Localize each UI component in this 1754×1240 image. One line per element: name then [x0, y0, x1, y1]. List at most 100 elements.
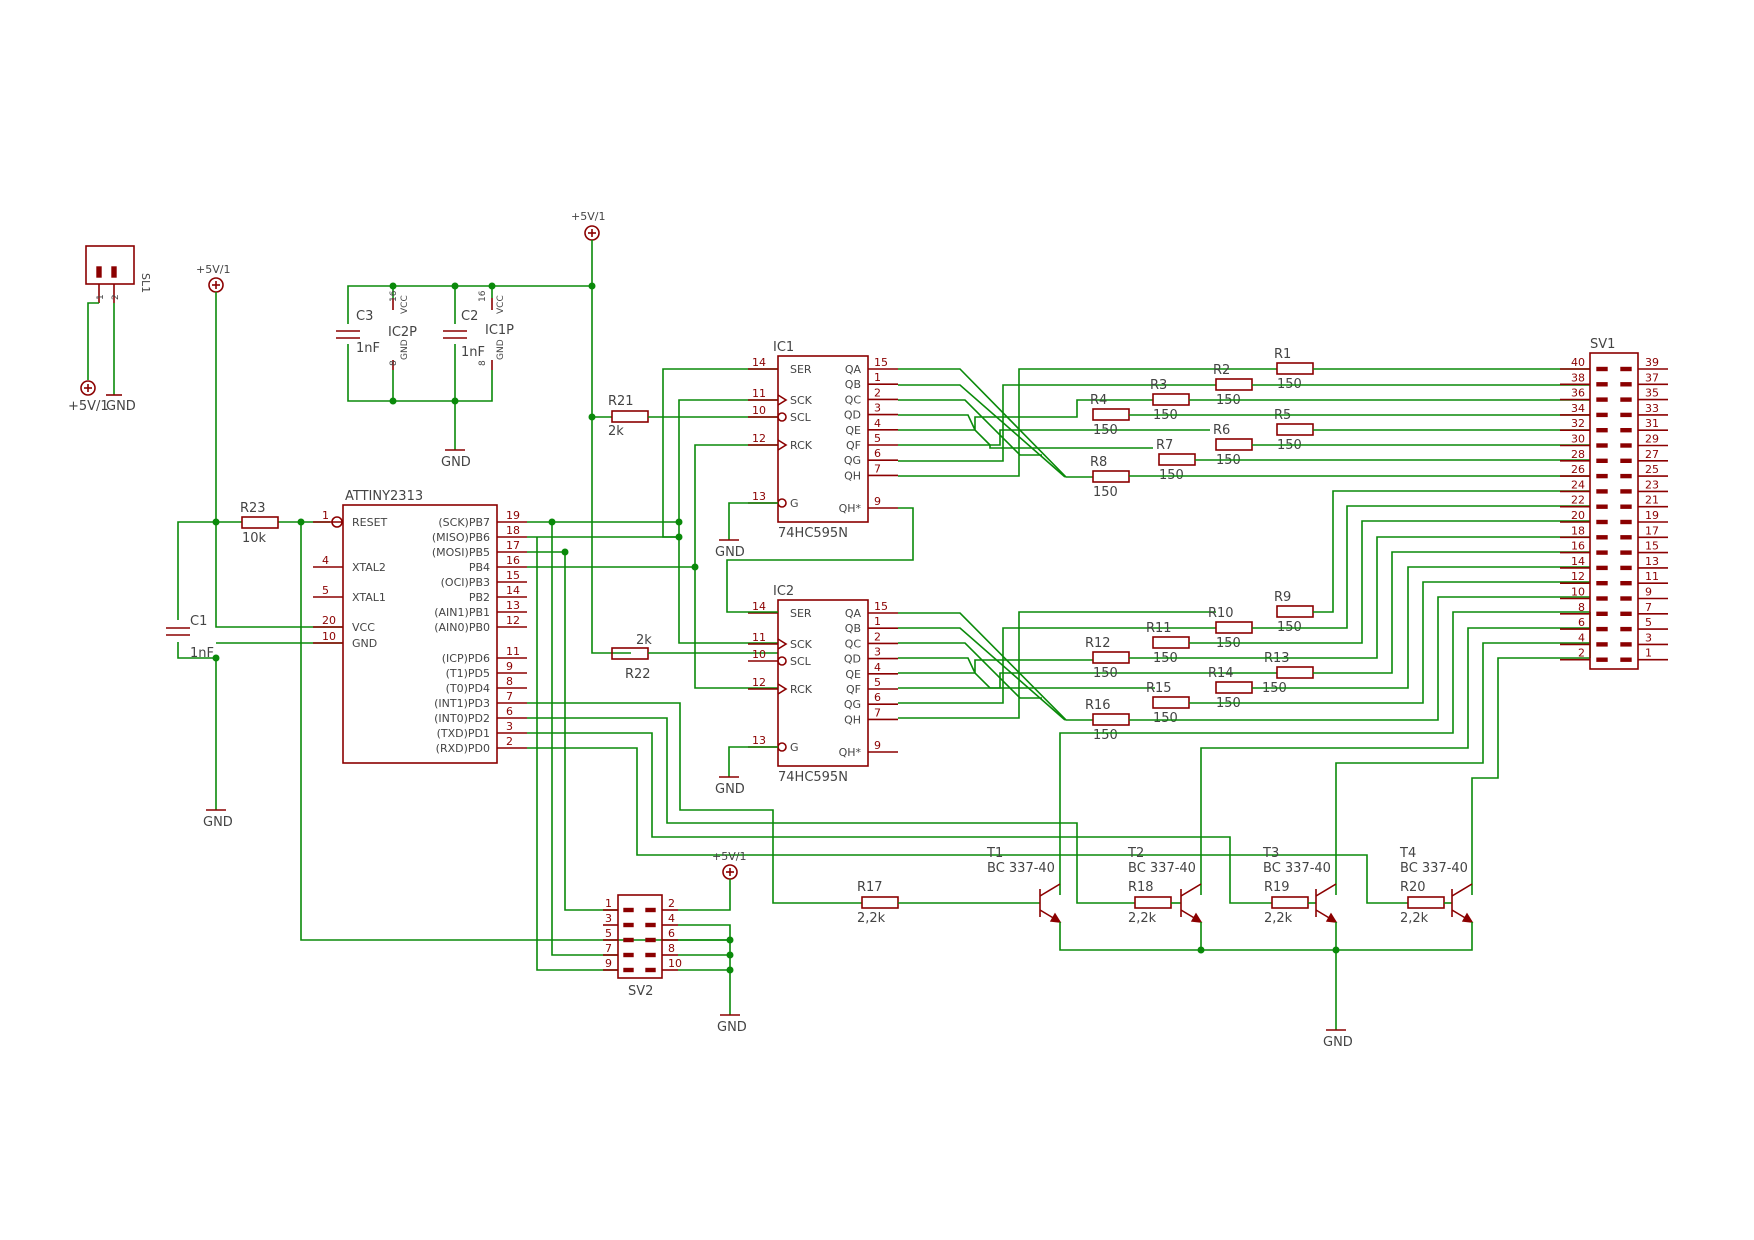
ic-attiny2313[interactable]: ATTINY2313 1RESET4XTAL25XTAL120VCC10GND …	[313, 489, 527, 764]
supply-symbol-left: +5V/1	[196, 263, 230, 293]
t4-part: BC 337-40	[1400, 861, 1468, 876]
ic2-pin-number: 7	[874, 706, 881, 719]
attiny-pin-number: 11	[506, 645, 520, 658]
attiny-pin-number: 8	[506, 675, 513, 688]
ic1-pin-label: QA	[845, 363, 862, 376]
ic2-pin-number: 14	[752, 600, 766, 613]
wire-ic2-g	[728, 746, 778, 777]
power-pins-ic2p[interactable]: IC2P 16 VCC 8 GND	[388, 290, 417, 370]
transistor-t4[interactable]: T4 BC 337-40	[1399, 846, 1474, 923]
sv2-gnd-label: GND	[717, 1020, 747, 1035]
sv2-pin-number: 10	[668, 957, 682, 970]
attiny-pin-label: (SCK)PB7	[438, 516, 490, 529]
t4-label: T4	[1399, 846, 1416, 861]
sv1-pin-number: 16	[1571, 540, 1585, 553]
sv1-pin-number: 15	[1645, 540, 1659, 553]
ic1-pin-label: QE	[845, 424, 861, 437]
sv1-pin-number: 19	[1645, 509, 1659, 522]
wire-decoupling-bottom	[347, 344, 493, 402]
wire-isp-miso	[536, 537, 618, 971]
capacitor-c2[interactable]: C2 1nF	[443, 309, 485, 360]
transistor-t1[interactable]: T1 BC 337-40	[986, 846, 1062, 923]
ic2-pin-label: SCL	[790, 655, 812, 668]
sv2-pin-number: 4	[668, 912, 675, 925]
sl1-pin2-label: 2	[111, 294, 121, 300]
gnd-symbol-top: GND	[441, 449, 471, 470]
transistor-t2[interactable]: T2 BC 337-40	[1127, 846, 1203, 923]
wire-pd2-r18	[527, 717, 1135, 904]
attiny-pin-number: 10	[322, 630, 336, 643]
attiny-pin-number: 9	[506, 660, 513, 673]
power-pins-ic1p[interactable]: IC1P 16 VCC 8 GND	[478, 290, 514, 370]
attiny-pin-number: 1	[322, 509, 329, 522]
attiny-pin-number: 5	[322, 584, 329, 597]
resistor-r8[interactable]: R8 150	[1090, 455, 1130, 500]
sv1-pin-number: 6	[1578, 616, 1585, 629]
sv1-pin-number: 17	[1645, 524, 1659, 537]
transistor-t3[interactable]: T3 BC 337-40	[1262, 846, 1338, 923]
sv1-pin-number: 31	[1645, 417, 1659, 430]
wire-pd1-r19	[527, 732, 1272, 904]
c2-value: 1nF	[461, 345, 485, 360]
sl1-pin1-label: 1	[96, 294, 106, 300]
ic1-pin-number: 10	[752, 404, 766, 417]
ic1-pin-label: SCK	[790, 394, 813, 407]
ic2-pin-label: QE	[845, 668, 861, 681]
attiny-pin-number: 20	[322, 614, 336, 627]
attiny-pin-label: (INT1)PD3	[434, 697, 490, 710]
attiny-pin-label: XTAL2	[352, 561, 386, 574]
resistor-r18[interactable]: R18 2,2k	[1128, 880, 1172, 926]
ic2-label: IC2	[773, 584, 794, 599]
attiny-pin-number: 14	[506, 584, 520, 597]
r10-label: R10	[1208, 606, 1234, 621]
resistor-r22[interactable]: 2k R22	[611, 633, 652, 682]
sv1-pin-number: 32	[1571, 417, 1585, 430]
attiny-pin-label: (MISO)PB6	[432, 531, 490, 544]
resistor-r17[interactable]: R17 2,2k	[857, 880, 899, 926]
ic1-pin-label: SER	[790, 363, 812, 376]
ic2-pin-label: QC	[845, 637, 862, 650]
sv1-pin-number: 39	[1645, 356, 1659, 369]
r17-label: R17	[857, 880, 883, 895]
ic2-pin-label: QB	[845, 622, 861, 635]
r2-label: R2	[1213, 363, 1230, 378]
supply-symbol-top: +5V/1	[571, 210, 605, 241]
resistor-r6[interactable]: R6 150	[1213, 423, 1253, 468]
resistor-r15[interactable]: R15 150	[1146, 681, 1190, 726]
resistor-r23[interactable]: R23 10k	[240, 501, 279, 546]
capacitor-c3[interactable]: C3 1nF	[336, 309, 380, 356]
resistor-r4[interactable]: R4 150	[1090, 393, 1130, 438]
attiny-pin-number: 15	[506, 569, 520, 582]
attiny-pin-label: (T1)PD5	[446, 667, 490, 680]
sv1-pin-number: 37	[1645, 371, 1659, 384]
ic1-pin-label: QF	[846, 439, 861, 452]
resistor-r12[interactable]: R12 150	[1085, 636, 1130, 681]
sv1-pin-number: 5	[1645, 616, 1652, 629]
wire-c1-gnd	[177, 642, 217, 810]
resistor-r20[interactable]: R20 2,2k	[1400, 880, 1445, 926]
ic1-pin-number: 4	[874, 417, 881, 430]
resistor-r19[interactable]: R19 2,2k	[1264, 880, 1309, 926]
sl1-supply-label: +5V/1	[68, 399, 109, 414]
attiny-label: ATTINY2313	[345, 489, 423, 504]
ic1p-pin8: 8	[478, 360, 488, 366]
capacitor-c1[interactable]: C1 1nF	[166, 614, 214, 661]
resistor-r21[interactable]: R21 2k	[608, 394, 649, 439]
attiny-pin-label: (RXD)PD0	[436, 742, 490, 755]
connector-sl1[interactable]: SL1 1 2	[85, 245, 152, 303]
c1-label: C1	[190, 614, 207, 629]
r21-value: 2k	[608, 424, 624, 439]
wire-pd3-r17	[527, 702, 862, 904]
ic2-pin-number: 9	[874, 739, 881, 752]
attiny-pin-number: 16	[506, 554, 520, 567]
wire-vcc-top	[591, 240, 631, 654]
r21-label: R21	[608, 394, 634, 409]
sv1-pin-number: 40	[1571, 356, 1585, 369]
c2-label: C2	[461, 309, 478, 324]
sv1-pin-number: 24	[1571, 478, 1585, 491]
wire-pd0-r20	[527, 747, 1408, 904]
